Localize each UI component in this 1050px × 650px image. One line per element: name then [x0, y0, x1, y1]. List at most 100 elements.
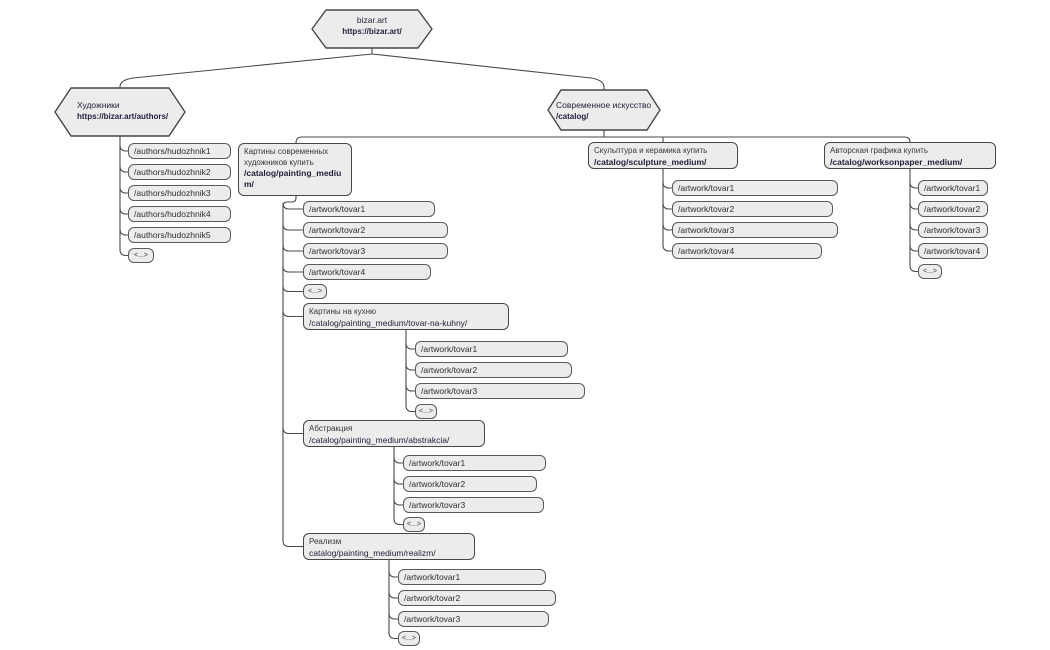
connector: [388, 612, 399, 620]
category-node-tovar-na-kuhny[interactable]: Картины на кухню /catalog/painting_mediu…: [303, 303, 509, 330]
page-node-artwork-tovar1[interactable]: /artwork/tovar1: [672, 180, 838, 196]
page-node-artwork-tovar1[interactable]: /artwork/tovar1: [918, 180, 988, 196]
category-node-painting[interactable]: Картины современных художников купить /c…: [238, 143, 352, 196]
page-node-artwork-tovar2[interactable]: /artwork/tovar2: [672, 201, 833, 217]
connector: [282, 265, 304, 273]
connector: [119, 165, 129, 173]
page-node-artwork-tovar4[interactable]: /artwork/tovar4: [303, 264, 431, 280]
connector: [388, 631, 399, 640]
connector: [405, 342, 416, 350]
connector: [282, 195, 297, 207]
connector: [119, 228, 129, 236]
node-title: Художники: [77, 100, 120, 110]
page-node-artwork-tovar3[interactable]: /artwork/tovar3: [398, 611, 549, 627]
connector: [405, 363, 416, 371]
connector: [393, 517, 404, 526]
connector: [909, 181, 919, 189]
page-node-artwork-tovar1[interactable]: /artwork/tovar1: [415, 341, 568, 357]
connector: [388, 591, 399, 599]
connector: [909, 202, 919, 210]
connector: [662, 244, 673, 252]
connector: [282, 284, 304, 293]
page-node-hudozhnik2[interactable]: /authors/hudozhnik2: [128, 164, 231, 180]
node-title: Авторская графика купить: [830, 146, 928, 155]
node-url: /catalog/painting_medium/tovar-na-kuhny/: [309, 317, 468, 328]
connector: [119, 248, 129, 257]
node-title: Абстракция: [309, 424, 353, 433]
connector: [119, 144, 129, 152]
page-node-artwork-tovar3[interactable]: /artwork/tovar3: [303, 243, 448, 259]
node-url: /catalog/worksonpaper_medium/: [830, 156, 963, 167]
more-pages-node[interactable]: <...>: [398, 631, 420, 646]
catalog-node-label: Современное искусство /catalog/: [556, 100, 656, 122]
category-node-abstrakcia[interactable]: Абстракция /catalog/painting_medium/abst…: [303, 420, 485, 447]
page-node-artwork-tovar3[interactable]: /artwork/tovar3: [403, 497, 544, 513]
connector: [282, 426, 304, 435]
node-title: Картины на кухню: [309, 307, 377, 316]
page-node-artwork-tovar1[interactable]: /artwork/tovar1: [403, 455, 546, 471]
connector: [662, 223, 673, 231]
authors-node-label: Художники https://bizar.art/authors/: [77, 100, 187, 122]
connector: [405, 404, 416, 413]
category-node-sculpture[interactable]: Скульптура и керамика купить /catalog/sc…: [588, 142, 738, 169]
node-title: Картины современных художников купить: [244, 147, 329, 167]
root-hexagon[interactable]: [311, 9, 433, 49]
connector: [119, 53, 373, 91]
node-url: /catalog/: [556, 112, 589, 121]
node-title: Скульптура и керамика купить: [594, 146, 708, 155]
page-node-artwork-tovar2[interactable]: /artwork/tovar2: [398, 590, 556, 606]
category-node-realizm[interactable]: Реализм catalog/painting_medium/realizm/: [303, 533, 475, 560]
connector: [282, 223, 304, 231]
page-node-artwork-tovar4[interactable]: /artwork/tovar4: [672, 243, 822, 259]
more-pages-node[interactable]: <...>: [403, 517, 425, 532]
node-title: bizar.art: [356, 15, 388, 25]
more-pages-node[interactable]: <...>: [918, 264, 942, 279]
page-node-artwork-tovar2[interactable]: /artwork/tovar2: [918, 201, 988, 217]
page-node-artwork-tovar2[interactable]: /artwork/tovar2: [415, 362, 572, 378]
connector: [393, 456, 404, 464]
connector: [295, 136, 911, 144]
authors-hexagon[interactable]: [54, 87, 186, 137]
page-node-artwork-tovar1[interactable]: /artwork/tovar1: [303, 201, 435, 217]
page-node-artwork-tovar2[interactable]: /artwork/tovar2: [303, 222, 448, 238]
connector: [909, 244, 919, 252]
connector: [662, 181, 673, 189]
more-pages-node[interactable]: <...>: [128, 248, 154, 263]
connector: [393, 477, 404, 485]
connector: [371, 53, 605, 91]
node-url: catalog/painting_medium/realizm/: [309, 547, 436, 558]
page-node-artwork-tovar3[interactable]: /artwork/tovar3: [918, 222, 988, 238]
connector: [119, 207, 129, 215]
connector: [282, 309, 304, 318]
more-pages-node[interactable]: <...>: [303, 284, 327, 299]
node-url: /catalog/painting_medium/abstrakcia/: [309, 434, 450, 445]
page-node-hudozhnik1[interactable]: /authors/hudozhnik1: [128, 143, 231, 159]
node-title: Современное искусство: [556, 100, 652, 110]
page-node-artwork-tovar3[interactable]: /artwork/tovar3: [415, 383, 585, 399]
connector: [393, 498, 404, 506]
catalog-hexagon[interactable]: [547, 89, 661, 131]
connector: [119, 186, 129, 194]
page-node-hudozhnik4[interactable]: /authors/hudozhnik4: [128, 206, 231, 222]
connector: [662, 202, 673, 210]
category-node-worksonpaper[interactable]: Авторская графика купить /catalog/workso…: [824, 142, 996, 169]
page-node-artwork-tovar4[interactable]: /artwork/tovar4: [918, 243, 988, 259]
node-url: /catalog/painting_medium/: [244, 168, 342, 189]
connector: [909, 264, 919, 273]
page-node-hudozhnik5[interactable]: /authors/hudozhnik5: [128, 227, 231, 243]
page-node-artwork-tovar2[interactable]: /artwork/tovar2: [403, 476, 537, 492]
node-url: https://bizar.art/authors/: [77, 112, 169, 121]
page-node-hudozhnik3[interactable]: /authors/hudozhnik3: [128, 185, 231, 201]
more-pages-node[interactable]: <...>: [415, 404, 437, 419]
connector: [388, 570, 399, 578]
node-url: /catalog/sculpture_medium/: [594, 156, 707, 167]
connector: [282, 244, 304, 252]
node-title: Реализм: [309, 537, 342, 546]
page-node-artwork-tovar3[interactable]: /artwork/tovar3: [672, 222, 838, 238]
root-node-label: bizar.art https://bizar.art/: [312, 15, 432, 37]
page-node-artwork-tovar1[interactable]: /artwork/tovar1: [398, 569, 546, 585]
connector: [909, 223, 919, 231]
connector: [405, 384, 416, 392]
